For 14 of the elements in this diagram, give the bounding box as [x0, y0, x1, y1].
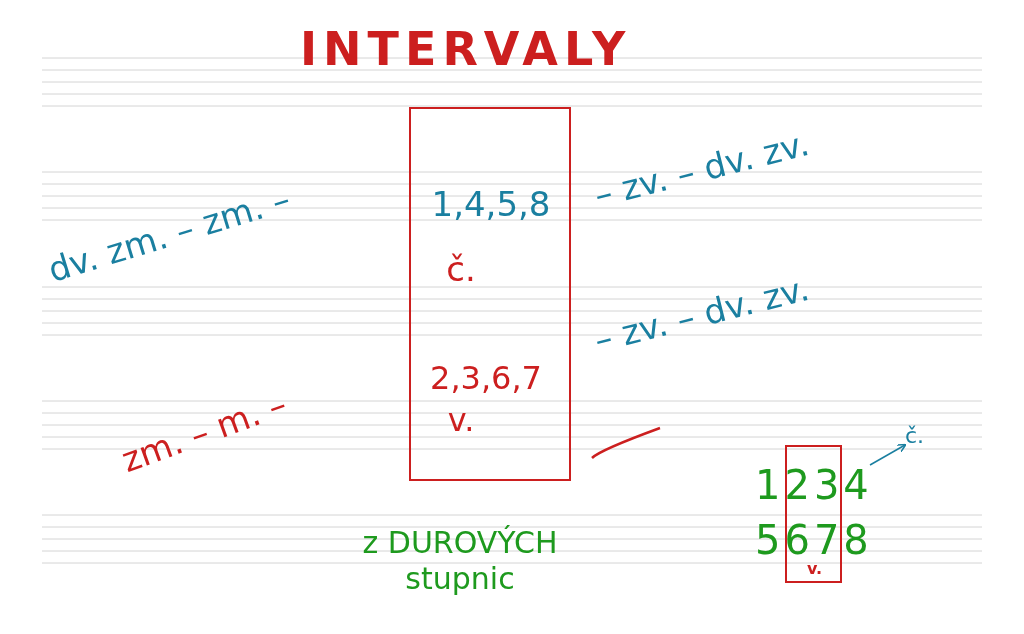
- interval-sequence: dv. zm. – zm. –: [43, 178, 295, 290]
- letter-mark: v.: [805, 559, 824, 578]
- interval-sequence: – zv. – dv. zv.: [590, 123, 813, 215]
- number-list: 2,3,6,7: [416, 359, 556, 397]
- letter-mark: č.: [445, 249, 477, 289]
- caption-note: z DUROVÝCH stupnic: [361, 525, 559, 597]
- title: INTERVALY: [300, 22, 632, 76]
- arrow: [869, 443, 907, 466]
- outline-box: [409, 107, 571, 481]
- letter-mark: v.: [446, 401, 476, 439]
- number-list: 1,4,5,8: [421, 184, 561, 224]
- letter-mark: č.: [905, 425, 945, 457]
- interval-sequence: – zv. – dv. zv.: [590, 268, 813, 360]
- interval-sequence: zm. – m. –: [116, 383, 292, 480]
